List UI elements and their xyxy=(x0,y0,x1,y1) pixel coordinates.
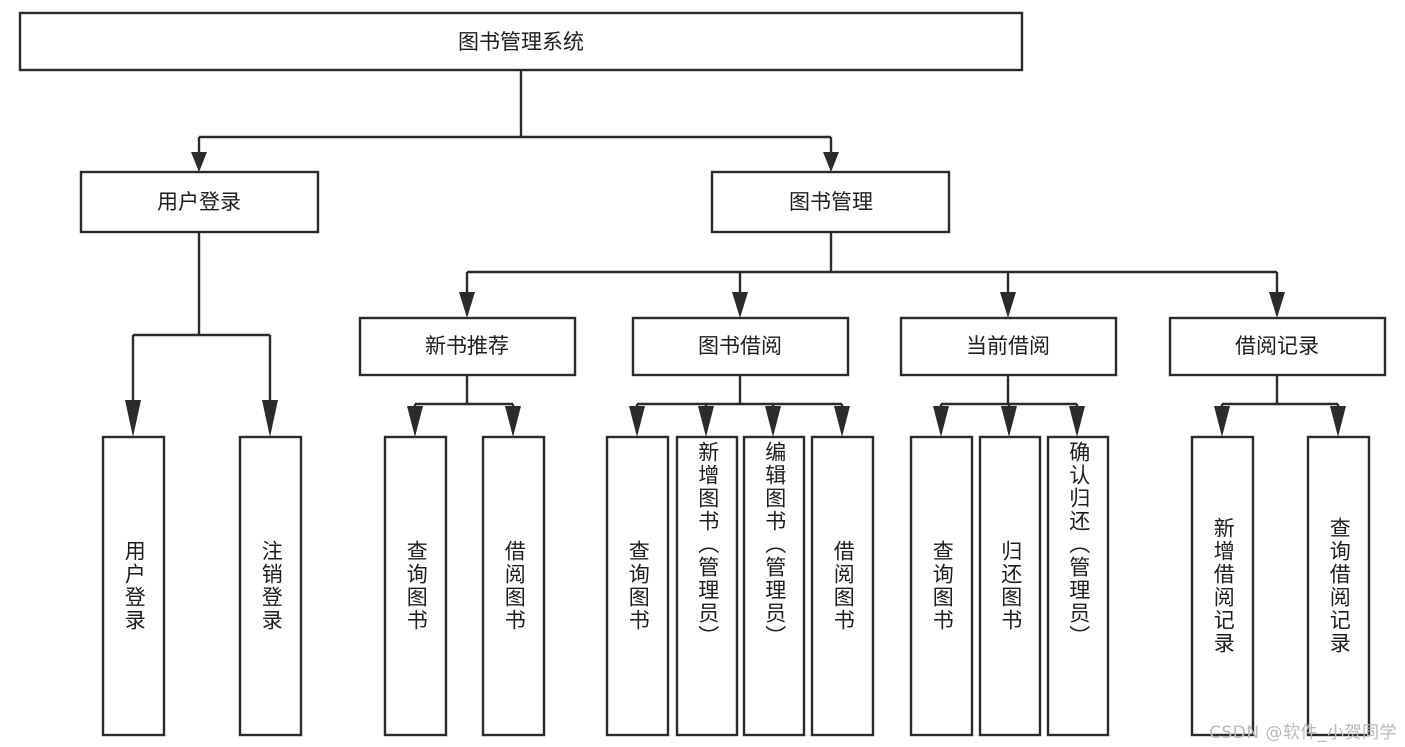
node-user-login-label: 用户登录 xyxy=(157,190,241,214)
leaf-edit-book-box[interactable] xyxy=(742,435,806,737)
leaf-query-record-box[interactable] xyxy=(1306,435,1371,737)
arrow-to-leaf-return-book xyxy=(1001,406,1017,437)
edges-root-to-level2 xyxy=(191,70,839,172)
node-user-login[interactable]: 用户登录 xyxy=(79,170,320,234)
node-root-box[interactable] xyxy=(18,11,1024,72)
edges-current-borrow-to-leaves xyxy=(933,375,1085,437)
arrow-to-leaf-edit-book xyxy=(765,406,781,437)
node-book-borrow-label: 图书借阅 xyxy=(698,334,782,358)
node-new-book-recommend[interactable]: 新书推荐 xyxy=(358,316,577,377)
arrow-to-leaf-query-record xyxy=(1330,406,1346,437)
node-book-management-label: 图书管理 xyxy=(789,190,873,214)
arrow-to-book-management xyxy=(823,152,839,172)
arrow-to-leaf-confirm-return xyxy=(1069,406,1085,437)
leaf-borrow-book-1-box[interactable] xyxy=(481,435,546,737)
leaf-return-book-box[interactable] xyxy=(978,435,1042,737)
leaf-query-book-3-box[interactable] xyxy=(909,435,974,737)
arrow-to-leaf-query-book-1 xyxy=(407,406,423,437)
edges-book-management-to-level3 xyxy=(459,232,1285,318)
leaf-user-login-box[interactable] xyxy=(101,435,166,737)
leaf-borrow-book-2-box[interactable] xyxy=(810,435,875,737)
leaf-boxes xyxy=(101,435,1371,737)
node-book-borrow[interactable]: 图书借阅 xyxy=(631,316,850,377)
arrow-to-leaf-borrow-book-1 xyxy=(505,406,521,437)
edges-book-borrow-to-leaves xyxy=(629,375,850,437)
arrow-to-leaf-query-book-3 xyxy=(933,406,949,437)
node-new-book-recommend-box[interactable] xyxy=(358,316,577,377)
edges-user-login-to-leaves xyxy=(125,232,278,437)
node-book-management-box[interactable] xyxy=(710,170,951,234)
arrow-to-book-borrow xyxy=(732,292,748,318)
csdn-watermark: CSDN @软件_小贺同学 xyxy=(1209,723,1397,743)
arrow-to-current-borrow xyxy=(1000,292,1016,318)
arrow-to-new-book-recommend xyxy=(459,292,475,318)
node-current-borrow-label: 当前借阅 xyxy=(966,334,1050,358)
arrow-to-leaf-add-record xyxy=(1214,406,1230,437)
arrow-to-borrow-record xyxy=(1269,292,1285,318)
leaf-add-book-box[interactable] xyxy=(675,435,739,737)
node-user-login-box[interactable] xyxy=(79,170,320,234)
arrow-to-leaf-add-book xyxy=(698,406,714,437)
arrow-to-leaf-user-login xyxy=(125,400,141,437)
node-root-label: 图书管理系统 xyxy=(458,30,584,54)
arrow-to-leaf-query-book-2 xyxy=(629,406,645,437)
node-current-borrow[interactable]: 当前借阅 xyxy=(899,316,1118,377)
leaf-query-book-1-box[interactable] xyxy=(383,435,448,737)
node-root[interactable]: 图书管理系统 xyxy=(18,11,1024,72)
arrow-to-leaf-borrow-book-2 xyxy=(834,406,850,437)
edges-borrow-record-to-leaves xyxy=(1214,375,1346,437)
node-new-book-recommend-label: 新书推荐 xyxy=(425,334,509,358)
node-book-borrow-box[interactable] xyxy=(631,316,850,377)
leaf-confirm-return-box[interactable] xyxy=(1046,435,1110,737)
arrow-to-user-login xyxy=(191,152,207,172)
node-borrow-record-label: 借阅记录 xyxy=(1235,334,1319,358)
arrow-to-leaf-logout-login xyxy=(262,400,278,437)
node-current-borrow-box[interactable] xyxy=(899,316,1118,377)
node-borrow-record-box[interactable] xyxy=(1168,316,1387,377)
edges-new-book-recommend-to-leaves xyxy=(407,375,521,437)
leaf-logout-login-box[interactable] xyxy=(238,435,303,737)
node-book-management[interactable]: 图书管理 xyxy=(710,170,951,234)
leaf-query-book-2-box[interactable] xyxy=(605,435,670,737)
leaf-add-record-box[interactable] xyxy=(1190,435,1255,737)
node-borrow-record[interactable]: 借阅记录 xyxy=(1168,316,1387,377)
